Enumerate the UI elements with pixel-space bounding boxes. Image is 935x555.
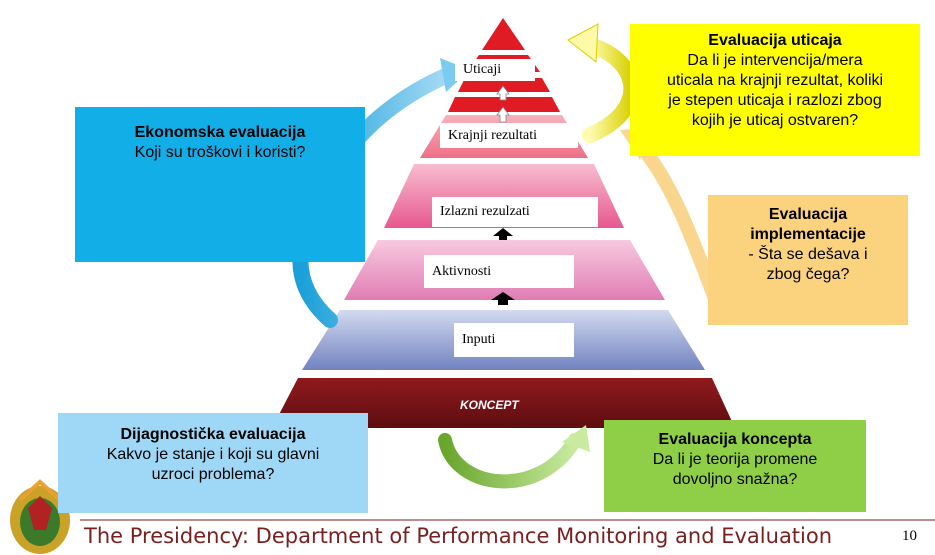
impact-evaluation-line-4: kojih je uticaj ostvaren? [691, 112, 859, 129]
economic-evaluation-title: Ekonomska evaluacija [134, 124, 306, 141]
economic-evaluation-text: Koji su troškovi i koristi? [134, 144, 306, 161]
impact-arrow-head-icon [567, 23, 599, 63]
up-arrow-icon [493, 228, 513, 240]
impact-evaluation-title: Evaluacija uticaja [708, 32, 842, 49]
pyramid-apex [482, 18, 525, 50]
level-concept-label: KONCEPT [460, 398, 519, 412]
impact-evaluation-line-1: Da li je intervencija/mera [687, 52, 863, 69]
implementation-evaluation-line-1: - Šta se dešava i [748, 246, 868, 263]
up-arrow-icon [496, 106, 510, 123]
concept-evaluation-line-1: Da li je teorija promene [652, 451, 818, 468]
coat-of-arms-logo [10, 479, 70, 554]
level-impact-label: Uticaji [455, 59, 535, 81]
implementation-evaluation-line-2: zbog čega? [766, 266, 850, 283]
level-activities-label: Aktivnosti [424, 255, 574, 288]
impact-evaluation-box: Evaluacija uticaja Da li je intervencija… [630, 24, 920, 156]
footer-text: The Presidency: Department of Performanc… [84, 524, 833, 548]
page-number: 10 [902, 528, 917, 544]
diagnostic-evaluation-line-2: uzroci problema? [151, 466, 275, 483]
implementation-evaluation-box: Evaluacija implementacije - Šta se dešav… [708, 195, 908, 325]
level-inputs-label: Inputi [454, 323, 574, 357]
impact-evaluation-line-2: uticala na krajnji rezultat, koliki [666, 72, 884, 89]
level-outputs-label: Izlazni rezulzati [432, 197, 598, 227]
concept-evaluation-box: Evaluacija koncepta Da li je teorija pro… [604, 420, 866, 512]
concept-arrow-head-icon [562, 425, 590, 452]
pyramid-concept-layer [272, 378, 735, 428]
up-arrow-icon [491, 292, 515, 305]
diagnostic-evaluation-line-1: Kakvo je stanje i koji su glavni [106, 446, 320, 463]
concept-curve-arrow [438, 433, 582, 489]
economic-evaluation-box: Ekonomska evaluacija Koji su troškovi i … [75, 107, 365, 262]
pyramid-impact-band-3 [448, 97, 560, 112]
pyramid-impact-band-2 [458, 78, 550, 92]
concept-evaluation-line-2: dovoljno snažna? [672, 471, 798, 488]
impact-evaluation-line-3: je stepen uticaja i razlozi zbog [668, 92, 882, 109]
up-arrow-icon [496, 85, 510, 101]
implementation-evaluation-title-1: Evaluacija [768, 206, 848, 223]
concept-evaluation-title: Evaluacija koncepta [658, 431, 812, 448]
implementation-evaluation-title-2: implementacije [750, 226, 866, 243]
diagnostic-evaluation-title: Dijagnostička evaluacija [120, 426, 306, 443]
level-final-results-label: Krajnji rezultati [440, 123, 578, 148]
diagnostic-evaluation-box: Dijagnostička evaluacija Kakvo je stanje… [58, 413, 368, 513]
